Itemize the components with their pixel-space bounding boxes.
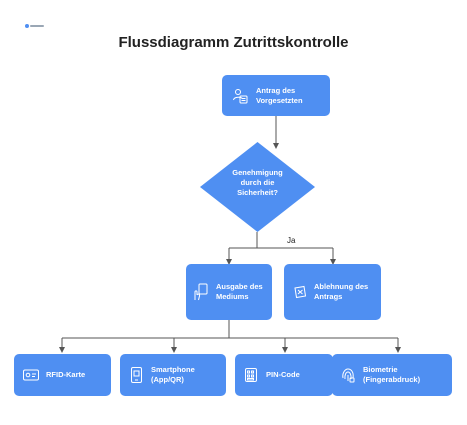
node-decision xyxy=(200,142,315,232)
node-request: Antrag des Vorgesetzten xyxy=(222,75,330,116)
node-issue-label: Ausgabe des Mediums xyxy=(216,282,263,301)
node-request-label: Antrag des Vorgesetzten xyxy=(256,85,303,105)
node-smartphone-label: Smartphone (App/QR) xyxy=(151,365,195,384)
keypad-icon xyxy=(244,368,258,382)
diagram-title: Flussdiagramm Zutrittskontrolle xyxy=(118,34,349,51)
edge-label-yes: Ja xyxy=(287,236,296,245)
node-reject-label: Ablehnung des Antrags xyxy=(314,282,369,301)
user-form-icon xyxy=(230,88,250,104)
rejected-card-icon xyxy=(292,285,308,299)
node-pin: PIN-Code xyxy=(235,354,333,396)
hand-card-icon xyxy=(192,283,210,301)
smartphone-icon xyxy=(129,367,143,383)
node-smartphone: Smartphone (App/QR) xyxy=(120,354,226,396)
fingerprint-icon xyxy=(340,367,356,383)
node-rfid: RFID-Karte xyxy=(14,354,111,396)
id-card-icon xyxy=(22,369,40,381)
logo xyxy=(25,24,44,28)
node-reject: Ablehnung des Antrags xyxy=(284,264,381,320)
node-rfid-label: RFID-Karte xyxy=(46,370,86,379)
node-issue: Ausgabe des Mediums xyxy=(186,264,272,320)
node-pin-label: PIN-Code xyxy=(266,370,300,379)
node-decision-label: Genehmigung durch die Sicherheit? xyxy=(232,168,283,197)
node-bio: Biometrie (Fingerabdruck) xyxy=(332,354,452,396)
node-bio-label: Biometrie (Fingerabdruck) xyxy=(363,365,421,384)
